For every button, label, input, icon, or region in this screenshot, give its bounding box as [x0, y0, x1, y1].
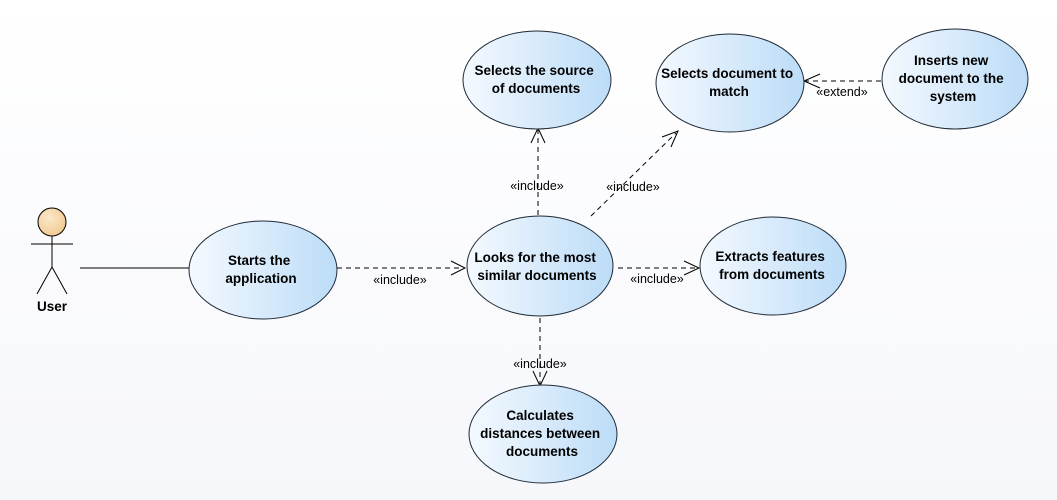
svg-text:Selects the source of do: Selects the source of documents — [474, 63, 597, 96]
include-looks-to-match: «include» — [590, 130, 679, 217]
actor-left-leg — [36, 266, 53, 295]
include-looks-to-features: «include» — [618, 260, 701, 286]
include-label-start: «include» — [373, 273, 427, 287]
include-label-match: «include» — [606, 180, 660, 194]
include-label-source: «include» — [510, 179, 564, 193]
extend-label: «extend» — [816, 85, 867, 99]
svg-text:Selects document to matc: Selects document to match — [661, 66, 797, 99]
svg-text:Looks for the most simil: Looks for the most similar documents — [474, 250, 599, 283]
include-looks-to-distances: «include» — [513, 318, 567, 388]
use-case-looks-similar-documents[interactable]: Looks for the most similar documents — [466, 215, 614, 317]
include-label-distances: «include» — [513, 357, 567, 371]
actor-right-leg — [51, 266, 68, 295]
svg-text:Calculates distances bet: Calculates distances between documents — [480, 408, 604, 459]
include-label-features: «include» — [630, 272, 684, 286]
include-start-to-looks: «include» — [337, 260, 467, 287]
use-case-starts-application[interactable]: Starts the application — [188, 220, 338, 320]
actor-head — [37, 207, 67, 237]
actor-label: User — [37, 299, 68, 314]
svg-text:Extracts features from d: Extracts features from documents — [715, 249, 828, 282]
use-case-selects-document-to-match[interactable]: Selects document to match — [655, 33, 805, 133]
extend-insert-to-match: «extend» — [802, 73, 881, 99]
include-looks-to-source: «include» — [510, 126, 564, 215]
svg-text:Starts the application: Starts the application — [225, 253, 296, 286]
use-case-calculates-distances[interactable]: Calculates distances between documents — [468, 384, 618, 484]
use-case-inserts-new-document[interactable]: Inserts new document to the system — [881, 28, 1029, 130]
use-case-selects-source[interactable]: Selects the source of documents — [462, 30, 612, 130]
svg-text:Inserts new document to: Inserts new document to the system — [899, 53, 1008, 104]
use-case-extracts-features[interactable]: Extracts features from documents — [699, 216, 847, 316]
actor-user[interactable]: User — [31, 207, 73, 314]
